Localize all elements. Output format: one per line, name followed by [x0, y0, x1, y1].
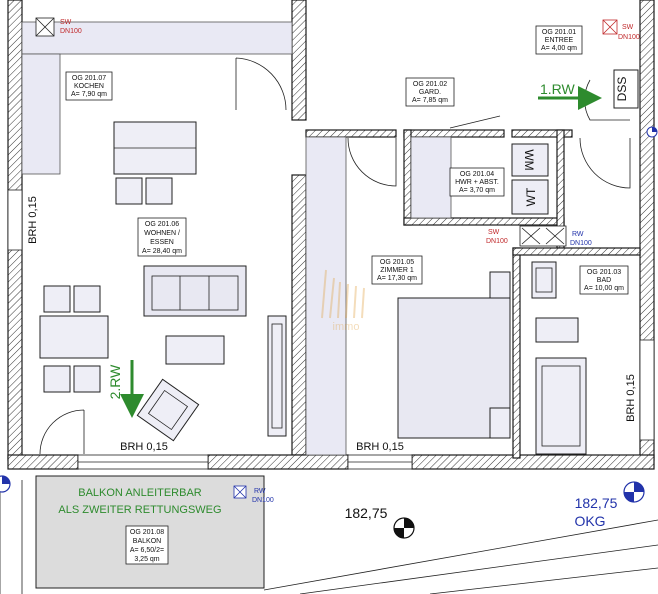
toilet [531, 261, 557, 299]
chair [73, 365, 101, 393]
bad-area: A= 10,00 qm [584, 285, 624, 292]
elevation-level2-sub: OKG [574, 513, 605, 529]
entree-area: A= 4,00 qm [541, 45, 577, 52]
balkon-area: A= 6,50/2= [130, 547, 164, 554]
shaft-entree-size: DN100 [618, 34, 640, 41]
kitchen-counter [21, 21, 293, 55]
washer-label: WM [522, 149, 536, 170]
elevation-marker-2 [623, 481, 645, 503]
shaft-hwr [519, 225, 567, 247]
door-swing-kochen [235, 57, 287, 111]
tv-board [267, 315, 287, 437]
kochen-code: OG 201.07 [72, 75, 106, 82]
sofa [143, 265, 247, 317]
balkon-code: OG 201.08 [130, 529, 164, 536]
hwr-name: HWR + ABST. [455, 179, 499, 186]
chair [145, 177, 173, 205]
elevation-level2: 182,75 [575, 495, 618, 511]
bed [397, 271, 511, 439]
dryer-label: WT [524, 187, 538, 206]
shaft-kochen [35, 17, 55, 37]
brh-bottom-left: BRH 0,15 [120, 441, 168, 453]
brh-left: BRH 0,15 [27, 196, 39, 244]
entree-code: OG 201.01 [542, 29, 576, 36]
shaft-balkon [233, 485, 247, 499]
shaft-hwr-sw-code: SW [488, 229, 500, 236]
wohnen-name: WOHNEN / [144, 230, 180, 237]
gard-area: A= 7,85 qm [412, 97, 448, 104]
hwr-area: A= 3,70 qm [459, 187, 495, 194]
gard-code: OG 201.02 [413, 81, 447, 88]
balkon-escape-line2: ALS ZWEITER RETTUNGSWEG [58, 504, 221, 516]
shaft-hwr-sw-size: DN100 [486, 238, 508, 245]
room-label-balkon: OG 201.08 BALKON A= 6,50/2= 3,25 qm [125, 525, 169, 565]
chair [73, 285, 101, 313]
hwr-code: OG 201.04 [460, 171, 494, 178]
chair [43, 285, 71, 313]
room-label-gard: OG 201.02 GARD. A= 7,85 qm [405, 77, 455, 107]
hwr-counter [410, 136, 452, 219]
shaft-entree [602, 19, 618, 35]
watermark-text: immo [333, 321, 360, 333]
elevation-level1: 182,75 [345, 505, 388, 521]
washer [511, 143, 549, 177]
escape-second-label: 2.RW [107, 364, 123, 400]
zimmer-code: OG 201.05 [380, 259, 414, 266]
room-label-hwr: OG 201.04 HWR + ABST. A= 3,70 qm [449, 167, 505, 197]
dss-box [613, 69, 639, 109]
room-label-kochen: OG 201.07 KOCHEN A= 7,90 qm [65, 71, 113, 101]
chair [43, 365, 71, 393]
brh-bottom-mid: BRH 0,15 [356, 441, 404, 453]
elevation-marker-right-edge [646, 126, 658, 138]
shower [535, 357, 587, 455]
terrain-lines [0, 480, 658, 594]
shaft-kochen-size: DN100 [60, 28, 82, 35]
chair [115, 177, 143, 205]
wohnen-name2: ESSEN [150, 239, 174, 246]
kochen-name: KOCHEN [74, 83, 104, 90]
balkon-escape-line1: BALKON ANLEITERBAR [78, 487, 202, 499]
door-swing-balkon [39, 409, 85, 455]
windows [7, 189, 655, 470]
door-swing-gard [449, 115, 501, 129]
zimmer-area: A= 17,30 qm [377, 275, 417, 282]
room-label-entree: OG 201.01 ENTREE A= 4,00 qm [535, 25, 583, 55]
dss-label: DSS [615, 77, 629, 102]
elevation-marker-edge [0, 475, 11, 493]
bad-code: OG 201.03 [587, 269, 621, 276]
shaft-hwr-rw-size: DN100 [570, 240, 592, 247]
shaft-balkon-code: RW [254, 488, 266, 495]
sink [535, 317, 579, 343]
watermark-logo: immo [321, 269, 365, 333]
coffee-table [165, 335, 225, 365]
shaft-entree-code: SW [622, 24, 634, 31]
brh-right: BRH 0,15 [625, 374, 637, 422]
room-label-bad: OG 201.03 BAD A= 10,00 qm [579, 265, 629, 295]
kochen-area: A= 7,90 qm [71, 91, 107, 98]
bad-name: BAD [597, 277, 611, 284]
entree-name: ENTREE [545, 37, 574, 44]
dining-table [39, 315, 109, 359]
wohnen-code: OG 201.06 [145, 221, 179, 228]
balkon-area2: 3,25 qm [134, 556, 159, 563]
room-label-zimmer: OG 201.05 ZIMMER 1 A= 17,30 qm [371, 255, 423, 285]
gard-name: GARD. [419, 89, 441, 96]
door-swing-bad [579, 137, 631, 189]
balkon-name: BALKON [133, 538, 161, 545]
armchair [136, 378, 200, 442]
room-label-wohnen: OG 201.06 WOHNEN / ESSEN A= 28,40 qm [137, 217, 187, 257]
zimmer-name: ZIMMER 1 [380, 267, 414, 274]
dryer [511, 179, 549, 215]
wohnen-area: A= 28,40 qm [142, 248, 182, 255]
elevation-marker-1 [393, 517, 415, 539]
shaft-hwr-rw-code: RW [572, 231, 584, 238]
shaft-balkon-size: DN100 [252, 497, 274, 504]
shaft-kochen-code: SW [60, 19, 72, 26]
wardrobe [305, 136, 347, 456]
kitchen-side-counter [21, 53, 61, 175]
escape-first-label: 1.RW [540, 81, 576, 97]
door-swing-zimmer [347, 137, 397, 187]
